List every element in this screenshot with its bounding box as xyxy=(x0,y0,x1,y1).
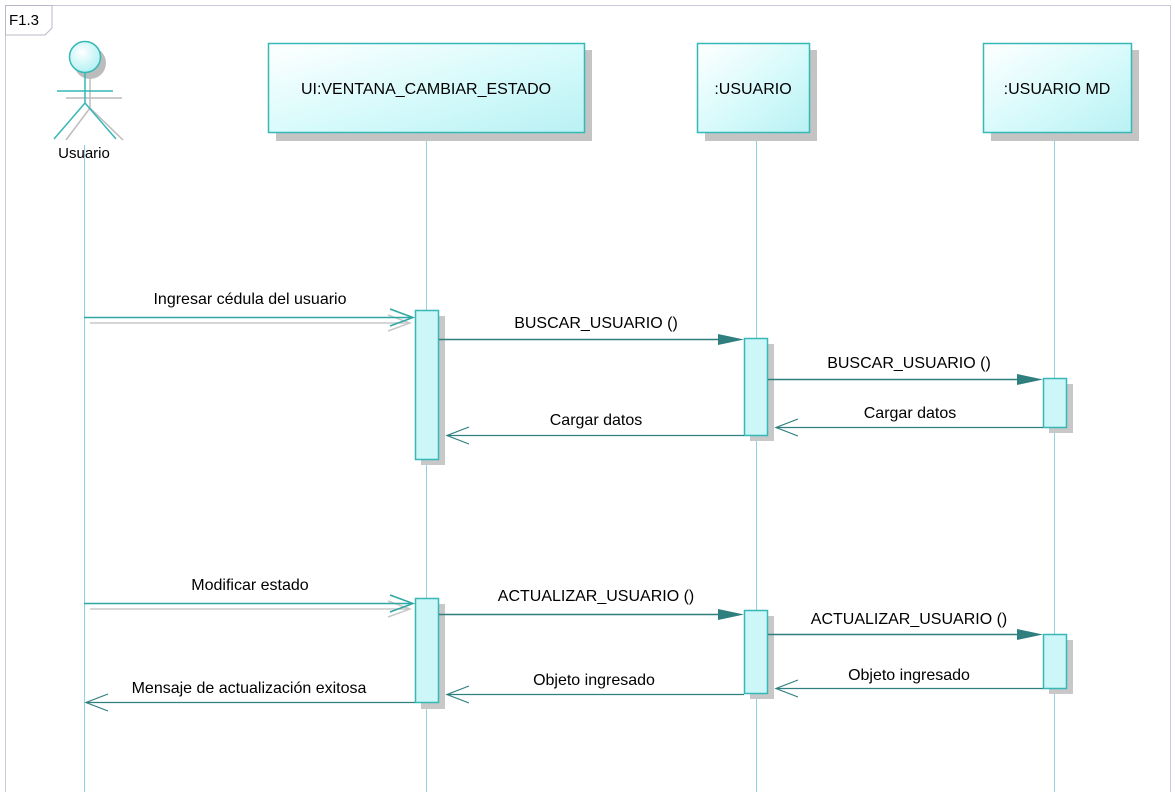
actor-usuario: Usuario xyxy=(53,40,124,162)
message-objeto-ingresado-1: Objeto ingresado xyxy=(774,667,1043,698)
open-arrowhead-icon xyxy=(84,693,109,712)
activation-usuario-2 xyxy=(743,609,769,695)
open-arrowhead-icon xyxy=(389,594,416,613)
message-modificar-estado: Modificar estado xyxy=(84,577,416,618)
actor-right-leg xyxy=(84,102,117,140)
lifeline-label-usuario: :USUARIO xyxy=(714,81,791,98)
ventana-box xyxy=(267,42,586,134)
open-arrowhead-icon xyxy=(445,685,470,704)
message-label: BUSCAR_USUARIO () xyxy=(827,355,991,372)
open-arrowhead-icon xyxy=(389,308,416,327)
filled-arrowhead-icon xyxy=(718,609,744,620)
message-label: ACTUALIZAR_USUARIO () xyxy=(498,588,694,605)
lifeline-label-ventana: UI:VENTANA_CAMBIAR_ESTADO xyxy=(301,81,551,98)
message-label: Ingresar cédula del usuario xyxy=(153,291,346,308)
lifeline-label-usuario-md: :USUARIO MD xyxy=(1004,81,1111,98)
activation-bars xyxy=(414,309,1073,709)
message-label: Objeto ingresado xyxy=(848,667,970,684)
lifeline-header-usuario-md: :USUARIO MD xyxy=(982,42,1139,141)
open-arrowhead-icon xyxy=(774,679,799,698)
actor-left-leg xyxy=(53,102,86,140)
message-cargar-datos-2: Cargar datos xyxy=(445,412,744,445)
message-buscar-usuario-2: BUSCAR_USUARIO () xyxy=(768,355,1043,385)
frame-tab xyxy=(5,5,53,36)
message-label: BUSCAR_USUARIO () xyxy=(514,315,678,332)
actor-label: Usuario xyxy=(58,145,110,162)
message-actualizar-usuario-1: ACTUALIZAR_USUARIO () xyxy=(439,588,744,620)
open-arrowhead-icon xyxy=(445,426,470,445)
activation-ventana-2 xyxy=(414,597,440,704)
message-ingresar-cedula: Ingresar cédula del usuario xyxy=(84,291,416,332)
message-actualizacion-exitosa: Mensaje de actualización exitosa xyxy=(84,680,415,712)
message-label: ACTUALIZAR_USUARIO () xyxy=(811,611,1007,628)
frame-label: F1.3 xyxy=(9,12,39,29)
activation-ventana-1 xyxy=(414,309,440,461)
filled-arrowhead-icon xyxy=(1017,629,1043,640)
message-actualizar-usuario-2: ACTUALIZAR_USUARIO () xyxy=(768,611,1043,640)
diagram-frame-border xyxy=(5,5,1171,792)
message-objeto-ingresado-2: Objeto ingresado xyxy=(445,672,744,704)
message-cargar-datos-1: Cargar datos xyxy=(774,405,1043,437)
message-label: Objeto ingresado xyxy=(533,672,655,689)
filled-arrowhead-icon xyxy=(718,334,744,345)
activation-usuario-md-1 xyxy=(1042,377,1068,429)
lifeline-header-ventana: UI:VENTANA_CAMBIAR_ESTADO xyxy=(267,42,592,141)
lifeline-header-usuario: :USUARIO xyxy=(696,42,817,141)
message-buscar-usuario-1: BUSCAR_USUARIO () xyxy=(439,315,744,345)
usuario-md-box xyxy=(982,42,1133,134)
message-label: Cargar datos xyxy=(864,405,957,422)
message-label: Cargar datos xyxy=(550,412,643,429)
message-label: Modificar estado xyxy=(191,577,308,594)
usuario-box xyxy=(696,42,811,134)
open-arrowhead-icon xyxy=(774,418,799,437)
filled-arrowhead-icon xyxy=(1017,374,1043,385)
message-label: Mensaje de actualización exitosa xyxy=(132,680,367,697)
activation-usuario-1 xyxy=(743,337,769,437)
actor-head-icon xyxy=(68,40,102,74)
activation-usuario-md-2 xyxy=(1042,633,1068,690)
